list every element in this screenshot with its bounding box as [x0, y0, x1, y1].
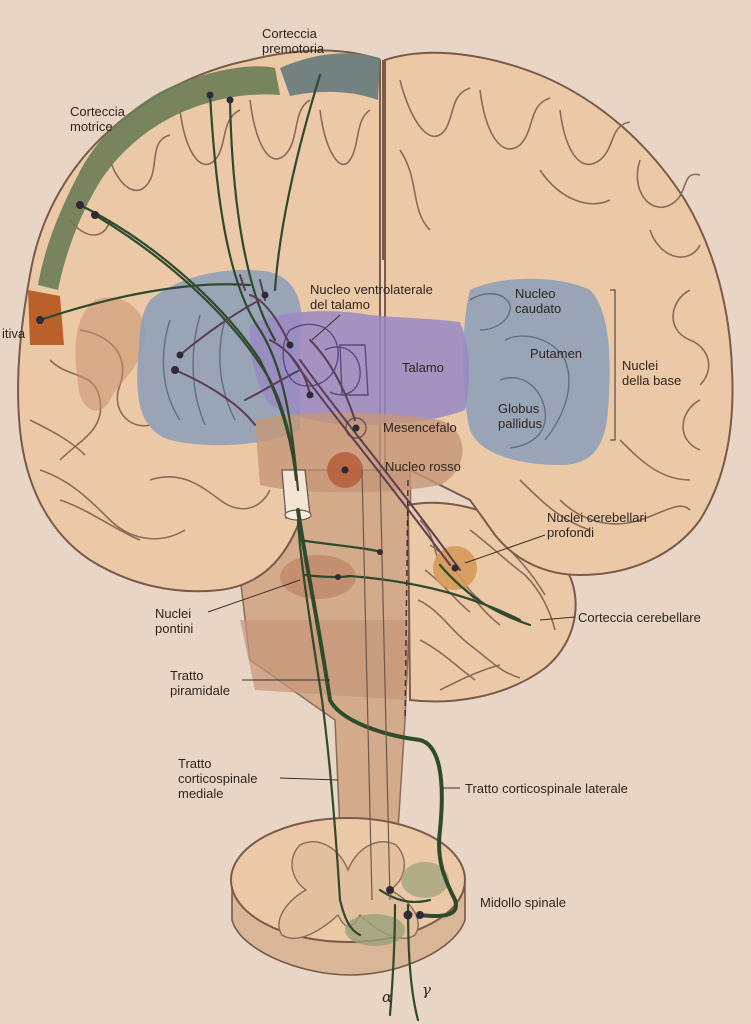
- ventral-horn-shade: [345, 914, 405, 946]
- right-gyri: [399, 79, 710, 531]
- label-basal-nuclei: Nuclei della base: [622, 358, 681, 388]
- corticospinal-tracts: [38, 73, 532, 1022]
- label-vl-nucleus: Nucleo ventrolaterale del talamo: [310, 282, 436, 312]
- label-midbrain: Mesencefalo: [383, 420, 457, 435]
- thalamic-nuclei-outlines: [282, 323, 369, 396]
- motor-cortex-band: [38, 66, 280, 290]
- midbrain-nucleus: [345, 417, 367, 439]
- label-pyramidal: Tratto piramidale: [170, 668, 230, 698]
- label-sensory-fragment: itiva: [2, 326, 26, 341]
- label-motor: Corteccia motrice: [70, 104, 129, 134]
- label-deep-cerebellar: Nuclei cerebellari profondi: [547, 510, 650, 540]
- right-basal-nuclei: [463, 278, 610, 465]
- midbrain-region: [255, 412, 463, 493]
- label-spinal-cord: Midollo spinale: [480, 895, 566, 910]
- label-thalamus: Talamo: [402, 360, 444, 375]
- thin-tracts: [361, 469, 409, 901]
- label-medial-cs: Tratto corticospinale mediale: [178, 756, 261, 801]
- label-red-nucleus: Nucleo rosso: [385, 459, 461, 474]
- label-putamen: Putamen: [530, 346, 582, 361]
- label-leaders: [207, 289, 616, 789]
- basal-inner-lines: [162, 293, 570, 449]
- thalamic-circuit-lines: [174, 274, 461, 571]
- label-lateral-cs: Tratto corticospinale laterale: [465, 781, 628, 796]
- neuron-bodies: [36, 91, 459, 920]
- left-gyri: [29, 99, 371, 541]
- lateral-horn-shade: [401, 862, 449, 898]
- label-caudate: Nucleo caudato: [515, 286, 561, 316]
- label-globus: Globus pallidus: [498, 401, 543, 431]
- label-gamma: γ: [422, 981, 431, 999]
- label-alpha: α: [382, 988, 392, 1006]
- label-pontine: Nuclei pontini: [155, 606, 195, 636]
- dashed-tract: [404, 479, 409, 721]
- left-insula-lobe: [75, 297, 146, 411]
- premotor-cortex-band: [280, 53, 380, 100]
- label-cerebellar-cortex: Corteccia cerebellare: [578, 610, 701, 625]
- label-premotor: Corteccia premotoria: [262, 26, 325, 56]
